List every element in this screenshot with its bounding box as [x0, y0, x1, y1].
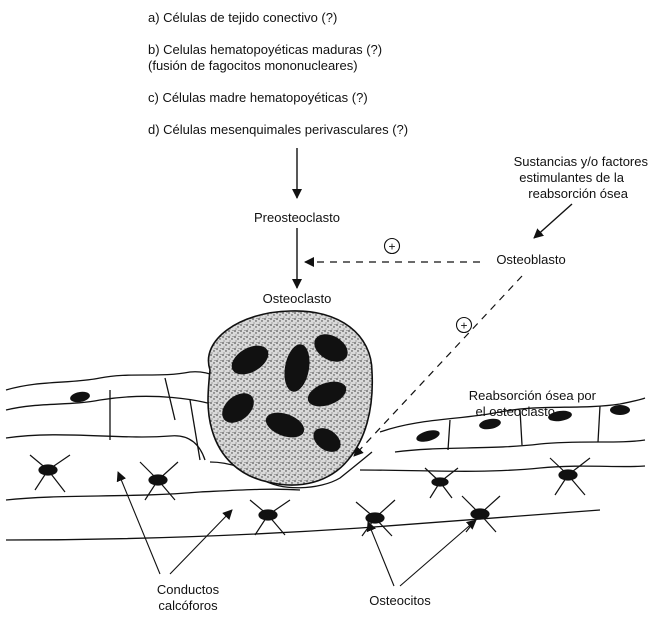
plus-sign-top: +: [388, 240, 395, 254]
middle-cell-layer-left: [6, 435, 205, 460]
upper-cell-layer-right: [395, 440, 645, 452]
preosteoclast-label: Preosteoclasto: [254, 210, 340, 225]
osteoblast-to-resorption-dashed-arrow: [354, 276, 522, 456]
osteocyte-4: [356, 500, 395, 536]
stimulus-label-line3: reabsorción ósea: [528, 186, 628, 201]
osteoblast-nucleus-1: [415, 428, 441, 444]
stimulus-label-line1: Sustancias y/o factores: [514, 154, 648, 169]
upper-cell-layer-left: [6, 396, 230, 410]
top-cell-layer-left: [6, 372, 235, 390]
canaliculi-label-line1: Conductos: [157, 582, 220, 597]
resorption-label-line1: Reabsorción ósea por: [469, 388, 597, 403]
osteocyte-7: [425, 468, 458, 498]
lower-cell-layer-left: [6, 489, 300, 500]
stimulus-label-line2: estimulantes de la: [519, 170, 625, 185]
osteoclast-cell: [208, 311, 372, 485]
origin-c-text: c) Células madre hematopoyéticas (?): [148, 90, 368, 105]
origin-a-text: a) Células de tejido conectivo (?): [148, 10, 337, 25]
origin-d-text: d) Células mesenquimales perivasculares …: [148, 122, 408, 137]
resorption-label-line2: el osteoclasto: [476, 404, 556, 419]
osteoblast-nucleus-2: [478, 417, 501, 431]
origin-b-subtext: (fusión de fagocitos mononucleares): [148, 58, 358, 73]
osteocytes-pointer-arrow-2: [400, 520, 476, 586]
canaliculi-label-line2: calcóforos: [158, 598, 218, 613]
osteocyte-1: [30, 455, 70, 492]
osteoblast-label: Osteoblasto: [496, 252, 565, 267]
osteocytes-label: Osteocitos: [369, 593, 431, 608]
middle-cell-layer-right: [360, 466, 645, 471]
osteocyte-6: [550, 458, 590, 495]
osteocytes-pointer-arrow-1: [368, 522, 394, 586]
osteocyte-3: [250, 500, 290, 535]
stimulus-to-osteoblast-arrow: [534, 204, 572, 238]
bottom-cell-layer: [6, 510, 600, 540]
osteoblast-nucleus-4: [610, 405, 630, 415]
origin-b-text: b) Celulas hematopoyéticas maduras (?): [148, 42, 382, 57]
osteoclast-label: Osteoclasto: [263, 291, 332, 306]
plus-sign-diagonal: +: [460, 319, 467, 333]
canaliculi-pointer-arrow-2: [170, 510, 232, 574]
